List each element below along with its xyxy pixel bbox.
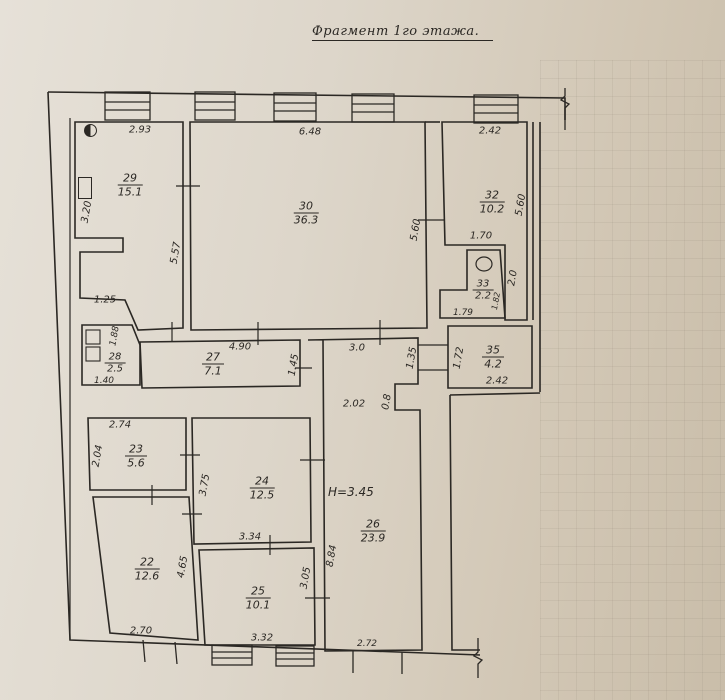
stove-icon	[78, 177, 92, 199]
ceiling-height-note: H=3.45	[328, 485, 374, 499]
dim-r27-top: 4.90	[228, 341, 252, 353]
dim-r24-bottom: 3.34	[238, 531, 262, 543]
dim-r28-bottom: 1.40	[93, 376, 115, 386]
dim-r30-top: 6.48	[298, 126, 322, 138]
dim-r25-bottom: 3.32	[250, 632, 274, 644]
graph-paper-grid	[540, 60, 725, 700]
dim-r26-top: 3.0	[349, 342, 365, 354]
top-windows	[104, 91, 519, 124]
dim-r23-top: 2.74	[108, 419, 132, 431]
dim-r35-bottom: 2.42	[485, 375, 509, 387]
dim-r26-inner: 2.02	[342, 398, 366, 410]
dim-r29-bottom: 1.25	[93, 294, 117, 306]
dim-r32-top: 2.42	[478, 125, 502, 137]
dim-r32-bottom: 1.70	[469, 230, 493, 242]
boiler-icon	[84, 124, 97, 137]
dim-r29-top: 2.93	[128, 124, 152, 136]
dim-r22-bottom: 2.70	[129, 625, 153, 637]
dim-r33-bottom: 1.79	[452, 308, 474, 318]
plan-title: Фрагмент 1го этажа.	[312, 24, 494, 41]
dim-r26-bottom: 2.72	[356, 639, 378, 649]
